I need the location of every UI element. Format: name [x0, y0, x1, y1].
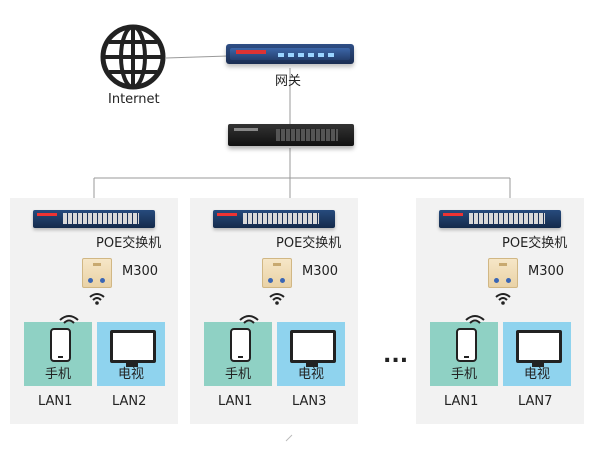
- lan-label-phone: LAN1: [38, 394, 73, 409]
- tv-icon: [516, 330, 562, 363]
- m300-ap: [488, 258, 518, 288]
- lan-label-phone: LAN1: [218, 394, 253, 409]
- m300-label: M300: [528, 264, 565, 279]
- core-switch: [228, 124, 354, 146]
- m300-ap: [82, 258, 112, 288]
- m300-label: M300: [302, 264, 339, 279]
- phone-label: 手机: [450, 367, 477, 382]
- lan-label-phone: LAN1: [444, 394, 479, 409]
- poe-switch-label: POE交换机: [276, 236, 342, 251]
- phone-label: 手机: [44, 367, 71, 382]
- gateway-label: 网关: [275, 74, 302, 89]
- gateway-device: [226, 44, 354, 64]
- poe-switch: [33, 210, 155, 228]
- more-groups-ellipsis: ...: [383, 343, 409, 368]
- m300-label: M300: [122, 264, 159, 279]
- phone-icon: [230, 328, 251, 362]
- network-group-1: POE交换机 M300 手机 电视 LAN1 LAN2: [10, 198, 178, 424]
- phone-label: 手机: [224, 367, 251, 382]
- network-group-2: POE交换机 M300 手机 电视 LAN1 LAN3: [190, 198, 358, 424]
- tv-device: 电视: [277, 322, 345, 386]
- wifi-icon: [239, 315, 259, 324]
- lan-label-tv: LAN7: [518, 394, 553, 409]
- tv-icon: [110, 330, 156, 363]
- lan-label-tv: LAN3: [292, 394, 327, 409]
- tv-device: 电视: [97, 322, 165, 386]
- phone-device: 手机: [204, 322, 272, 386]
- tv-label: 电视: [297, 367, 324, 382]
- phone-icon: [456, 328, 477, 362]
- wifi-icon: [495, 293, 511, 305]
- globe-icon: [100, 24, 166, 90]
- wifi-icon: [465, 315, 485, 324]
- tv-icon: [290, 330, 336, 363]
- wifi-icon: [59, 315, 79, 324]
- network-group-3: POE交换机 M300 手机 电视 LAN1 LAN7: [416, 198, 584, 424]
- tv-device: 电视: [503, 322, 571, 386]
- m300-ap: [262, 258, 292, 288]
- wifi-icon: [89, 293, 105, 305]
- tv-label: 电视: [523, 367, 550, 382]
- internet-label: Internet: [108, 92, 160, 107]
- phone-icon: [50, 328, 71, 362]
- poe-switch: [213, 210, 335, 228]
- tv-label: 电视: [117, 367, 144, 382]
- phone-device: 手机: [24, 322, 92, 386]
- lan-label-tv: LAN2: [112, 394, 147, 409]
- poe-switch: [439, 210, 561, 228]
- poe-switch-label: POE交换机: [502, 236, 568, 251]
- poe-switch-label: POE交换机: [96, 236, 162, 251]
- phone-device: 手机: [430, 322, 498, 386]
- wifi-icon: [269, 293, 285, 305]
